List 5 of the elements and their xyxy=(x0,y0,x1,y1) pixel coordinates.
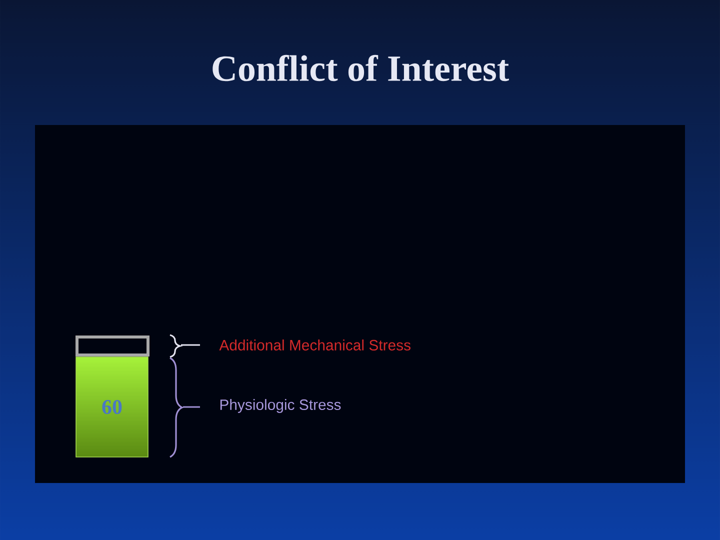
stress-label: Additional Mechanical Stress xyxy=(219,340,410,350)
stress-label: Physiologic Stress xyxy=(220,399,341,413)
outlined-box xyxy=(76,336,150,356)
slide-title: Conflict of Interest xyxy=(212,54,509,82)
stacked-bar: 60 xyxy=(76,356,148,458)
